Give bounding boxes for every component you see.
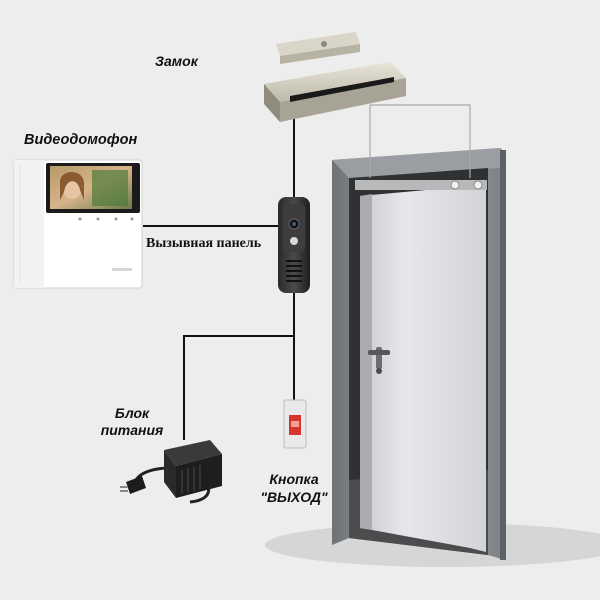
label-call-panel: Вызывная панель (146, 236, 262, 251)
lock-mount-lines (369, 104, 471, 178)
power-supply-device (120, 440, 222, 504)
door-handle (368, 347, 390, 374)
door-strike-plate (355, 180, 487, 190)
label-videophone: Видеодомофон (24, 132, 138, 148)
wire-to-power-supply (183, 335, 294, 440)
electromagnetic-lock (264, 32, 406, 122)
wiring (143, 118, 295, 440)
label-power-supply-line1: Блок (114, 405, 150, 421)
exit-button-device (283, 399, 307, 449)
label-power-supply: Блок питания (96, 405, 168, 439)
label-lock: Замок (155, 53, 198, 69)
video-monitor (13, 159, 143, 289)
label-exit-button: Кнопка "ВЫХОД" (244, 470, 344, 506)
label-exit-button-line1: Кнопка (269, 471, 319, 487)
label-power-supply-line2: питания (100, 422, 164, 438)
door-leaf (360, 182, 486, 552)
label-exit-button-line2: "ВЫХОД" (260, 489, 328, 505)
call-panel-device (278, 197, 310, 293)
